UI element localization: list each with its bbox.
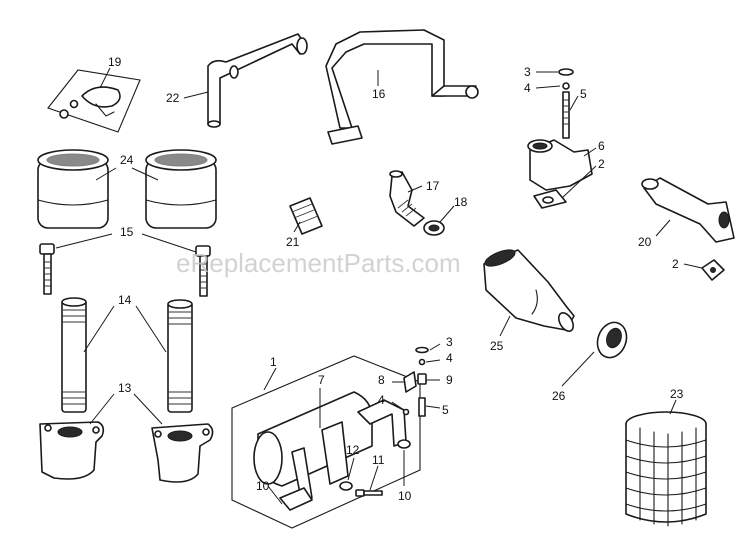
part-lower-hardware [402, 346, 429, 417]
part-26-cap [596, 321, 628, 359]
callout-11: 11 [372, 453, 385, 467]
callout-13: 13 [118, 381, 132, 395]
part-23-spark-screen [625, 411, 707, 527]
part-2-gasket-right [701, 259, 725, 281]
part-11-12-bolt-washer [339, 481, 383, 497]
callout-2-right: 2 [672, 257, 679, 271]
callout-8: 8 [378, 373, 385, 387]
callout-25: 25 [490, 339, 504, 353]
part-21-pipe-nipple [289, 197, 323, 235]
part-24-spark-arrestor [37, 149, 217, 229]
callout-12: 12 [346, 443, 360, 457]
callout-labels: 19 24 15 14 13 22 16 3 4 5 6 2 17 18 21 … [108, 55, 684, 503]
callout-5-lower: 5 [442, 403, 449, 417]
callout-24: 24 [120, 153, 134, 167]
part-15-bolts [39, 243, 211, 297]
callout-10-right: 10 [398, 489, 412, 503]
callout-20: 20 [638, 235, 652, 249]
part-18-gasket [423, 220, 445, 236]
callout-16: 16 [372, 87, 386, 101]
callout-7: 7 [318, 373, 325, 387]
callout-10-left: 10 [256, 479, 270, 493]
part-17-elbow-fitting [389, 170, 425, 227]
callout-17: 17 [426, 179, 440, 193]
part-16-exhaust-pipe [325, 29, 479, 145]
callout-3-upper: 3 [524, 65, 531, 79]
callout-14: 14 [118, 293, 132, 307]
part-25-muffler [483, 249, 575, 332]
callout-3-lower: 3 [446, 335, 453, 349]
part-1-muffler-assembly [231, 355, 421, 529]
callout-18: 18 [454, 195, 468, 209]
callout-5-upper: 5 [580, 87, 587, 101]
callout-6: 6 [598, 139, 605, 153]
part-22-bent-pipe [207, 33, 308, 128]
part-14-pipe-nipples [61, 297, 193, 413]
callout-2-upper: 2 [598, 157, 605, 171]
callout-21: 21 [286, 235, 300, 249]
part-6-outlet-elbow [527, 139, 593, 209]
part-20-angled-pipe [641, 177, 735, 243]
leader-lines [55, 67, 703, 505]
part-13-flange-adapters [39, 421, 214, 483]
part-19-clamp-kit [47, 69, 141, 133]
callout-23: 23 [670, 387, 684, 401]
callout-4-mid: 4 [378, 393, 385, 407]
callout-15: 15 [120, 225, 134, 239]
part-3-4-5-upper-hardware [558, 68, 574, 139]
callout-26: 26 [552, 389, 566, 403]
callout-22: 22 [166, 91, 180, 105]
watermark-text: eReplacementParts.com [176, 248, 461, 278]
callout-9: 9 [446, 373, 453, 387]
callout-4-upper: 4 [524, 81, 531, 95]
callout-19: 19 [108, 55, 122, 69]
callout-1: 1 [270, 355, 277, 369]
callout-4-lower: 4 [446, 351, 453, 365]
